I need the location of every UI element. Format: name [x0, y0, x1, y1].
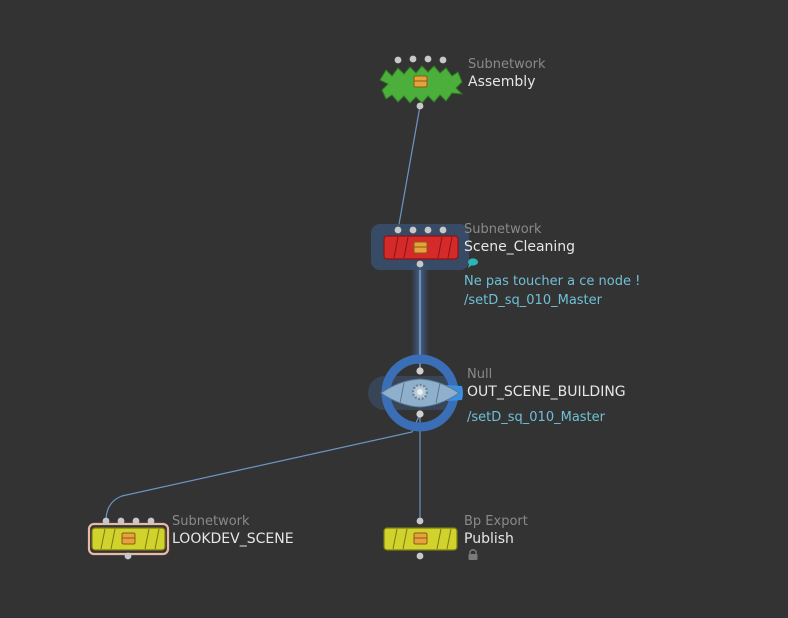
input-connector[interactable] — [409, 55, 417, 63]
input-connector[interactable] — [147, 517, 155, 525]
input-connector[interactable] — [394, 56, 402, 64]
package-icon — [121, 532, 136, 545]
node-out-scene-building[interactable] — [368, 354, 463, 432]
package-icon — [413, 241, 428, 254]
node-assembly-type: Subnetwork — [468, 57, 546, 72]
output-connector[interactable] — [124, 552, 132, 560]
node-out-scene-building-type: Null — [467, 367, 493, 382]
input-connector[interactable] — [409, 226, 417, 234]
input-connector[interactable] — [439, 56, 447, 64]
node-lookdev-scene-name[interactable]: LOOKDEV_SCENE — [172, 531, 294, 547]
node-out-scene-building-path: /setD_sq_010_Master — [467, 410, 605, 425]
output-connector[interactable] — [416, 102, 424, 110]
input-connector[interactable] — [394, 226, 402, 234]
null-gear-icon — [411, 383, 429, 401]
lock-icon — [468, 549, 478, 560]
input-connector[interactable] — [416, 367, 424, 375]
node-scene-cleaning-name[interactable]: Scene_Cleaning — [464, 239, 576, 255]
node-scene-cleaning[interactable] — [371, 224, 478, 270]
node-scene-cleaning-comment: Ne pas toucher a ce node ! — [464, 274, 641, 289]
output-connector[interactable] — [416, 260, 424, 268]
input-connector[interactable] — [424, 226, 432, 234]
package-icon — [413, 75, 428, 88]
output-connector[interactable] — [416, 410, 424, 418]
node-publish[interactable] — [383, 517, 478, 560]
node-assembly-name[interactable]: Assembly — [468, 74, 536, 90]
input-connector[interactable] — [132, 517, 140, 525]
output-connector[interactable] — [416, 552, 424, 560]
node-lookdev-scene[interactable] — [87, 517, 170, 560]
node-scene-cleaning-path: /setD_sq_010_Master — [464, 293, 602, 308]
node-publish-name[interactable]: Publish — [464, 531, 514, 547]
node-scene-cleaning-type: Subnetwork — [464, 222, 542, 237]
node-lookdev-scene-type: Subnetwork — [172, 514, 250, 529]
wire-assembly-to-scene-cleaning[interactable] — [397, 105, 421, 231]
node-publish-type: Bp Export — [464, 514, 528, 529]
comment-icon[interactable] — [468, 258, 478, 268]
input-connector[interactable] — [102, 517, 110, 525]
node-out-scene-building-name[interactable]: OUT_SCENE_BUILDING — [467, 384, 626, 400]
wire-out-to-lookdev[interactable] — [105, 413, 421, 522]
package-icon — [413, 532, 428, 545]
input-connector[interactable] — [424, 55, 432, 63]
input-connector[interactable] — [416, 517, 424, 525]
input-connector[interactable] — [439, 226, 447, 234]
input-connector[interactable] — [117, 517, 125, 525]
node-assembly[interactable] — [379, 55, 464, 110]
